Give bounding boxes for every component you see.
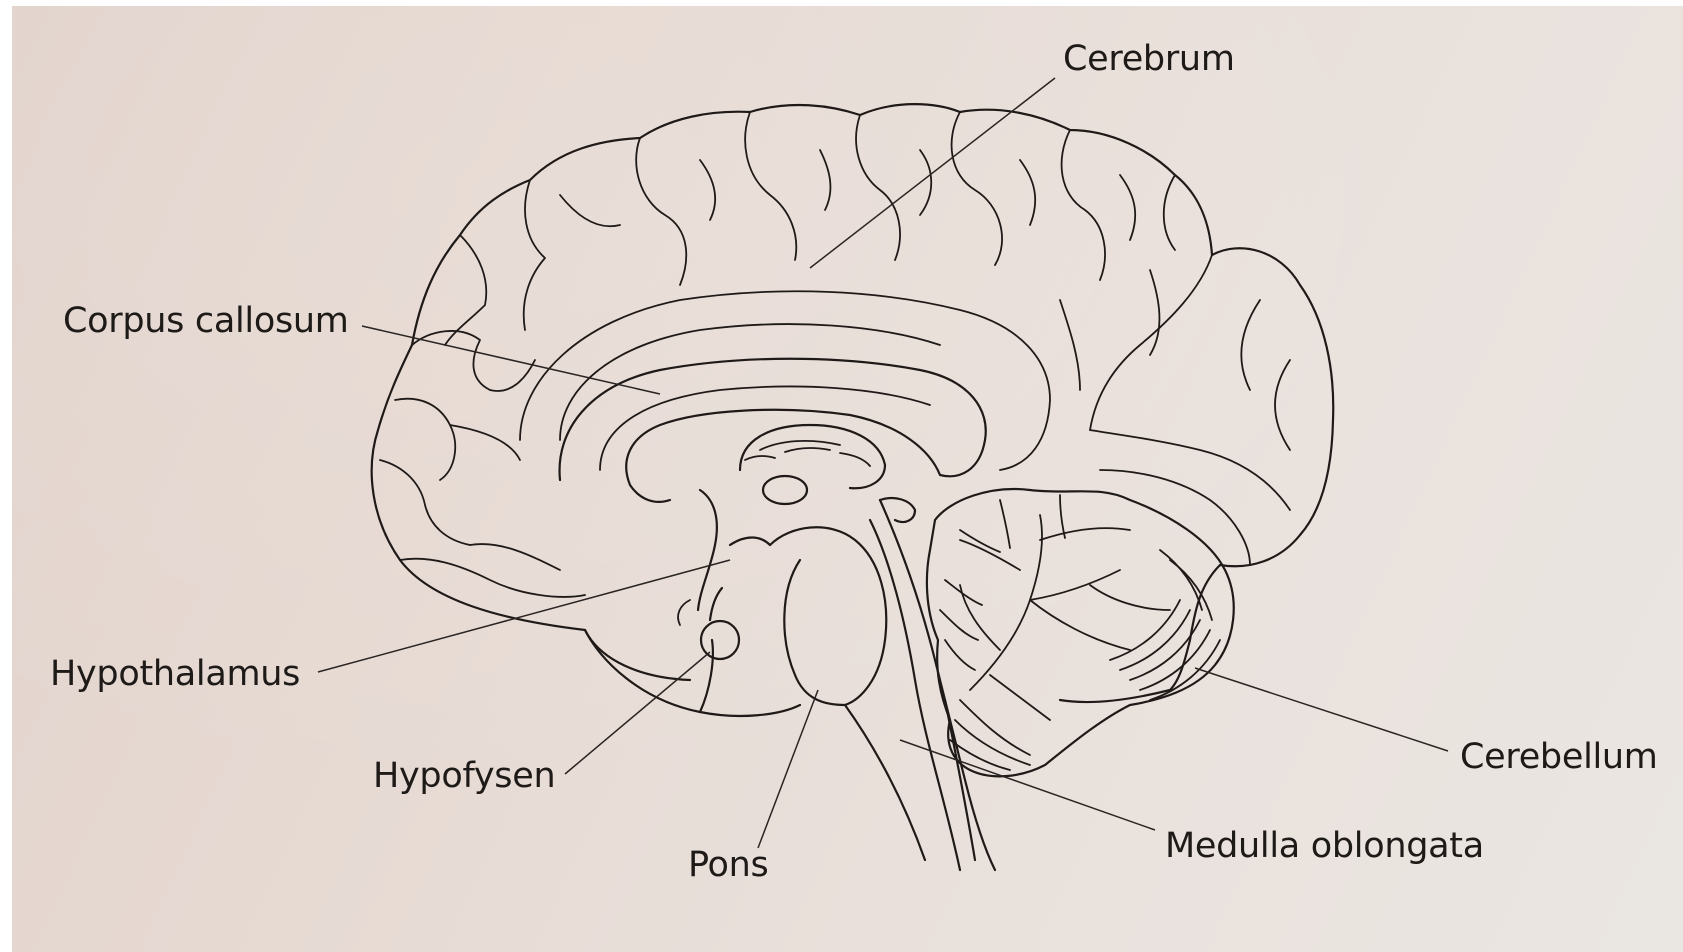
leader-cerebellum [1195, 668, 1448, 751]
label-medulla-oblongata: Medulla oblongata [1165, 826, 1484, 866]
leader-hypothalamus [318, 560, 730, 672]
leader-cerebrum [810, 78, 1055, 268]
cerebral-folds [380, 112, 1290, 597]
cerebrum-shape [372, 104, 1334, 716]
label-hypothalamus: Hypothalamus [50, 654, 300, 694]
hypofysen-shape [701, 588, 739, 659]
hypothalamus-shape [678, 490, 770, 625]
label-cerebellum: Cerebellum [1460, 737, 1658, 777]
labels: Cerebrum Corpus callosum Hypothalamus Hy… [50, 39, 1658, 885]
label-corpus-callosum: Corpus callosum [63, 301, 349, 341]
label-cerebrum: Cerebrum [1063, 39, 1235, 79]
thalamus-area [740, 425, 915, 522]
leader-corpus-callosum [362, 326, 660, 394]
label-hypofysen: Hypofysen [373, 756, 555, 796]
label-pons: Pons [688, 845, 769, 885]
brainstem-shape [770, 500, 995, 870]
cerebellum-shape [927, 489, 1234, 776]
